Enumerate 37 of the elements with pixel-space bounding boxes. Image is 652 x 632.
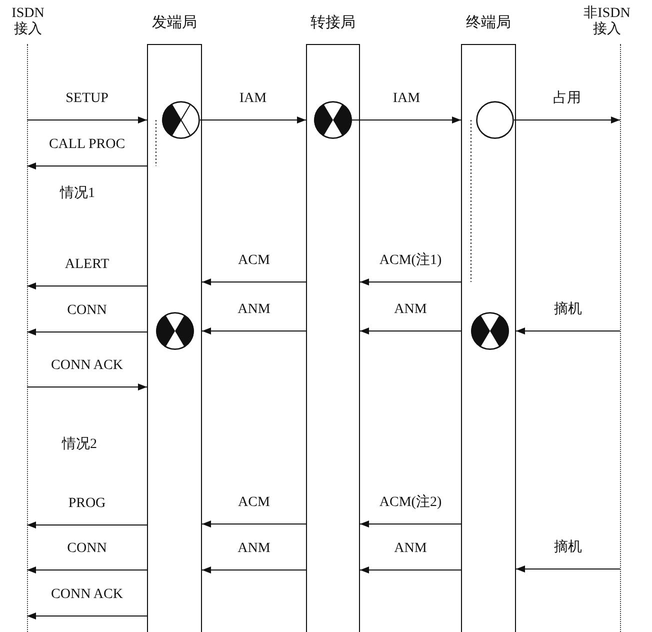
arrow [26, 384, 148, 390]
arrow [360, 566, 462, 574]
arrow [360, 520, 462, 528]
arrow [26, 612, 148, 620]
arrow [26, 522, 148, 528]
switch-symbol [314, 101, 352, 139]
message-label: ACM(注1) [377, 253, 444, 269]
arrow [352, 116, 462, 124]
arrow [360, 278, 462, 286]
switch-symbol [476, 101, 514, 139]
message-label: 摘机 [552, 302, 584, 318]
column-heading: 发端局 [151, 15, 198, 31]
message-label: ACM(注2) [377, 495, 444, 511]
arrow [202, 520, 306, 528]
arrow [514, 116, 620, 124]
arrow [26, 282, 148, 290]
column-heading: ISDN接入 [10, 6, 46, 38]
arrow [516, 328, 620, 334]
switch-symbol [471, 312, 509, 350]
arrow [360, 328, 462, 334]
arrow [26, 566, 148, 574]
column-heading: 转接局 [310, 15, 356, 31]
arrow [202, 278, 306, 286]
switch-symbol [162, 101, 200, 139]
column-heading: 非ISDN接入 [582, 6, 632, 38]
arrow [516, 566, 620, 572]
switch-symbol [156, 312, 194, 350]
case-label: 情况2 [62, 436, 97, 453]
arrow [26, 328, 148, 336]
arrow [26, 116, 148, 124]
arrow [26, 162, 148, 170]
column-heading: 终端局 [465, 15, 512, 31]
arrow [202, 328, 306, 334]
arrow [202, 566, 306, 574]
arrow [200, 116, 306, 124]
message-label: 摘机 [552, 540, 584, 556]
case-label: 情况1 [60, 184, 95, 202]
